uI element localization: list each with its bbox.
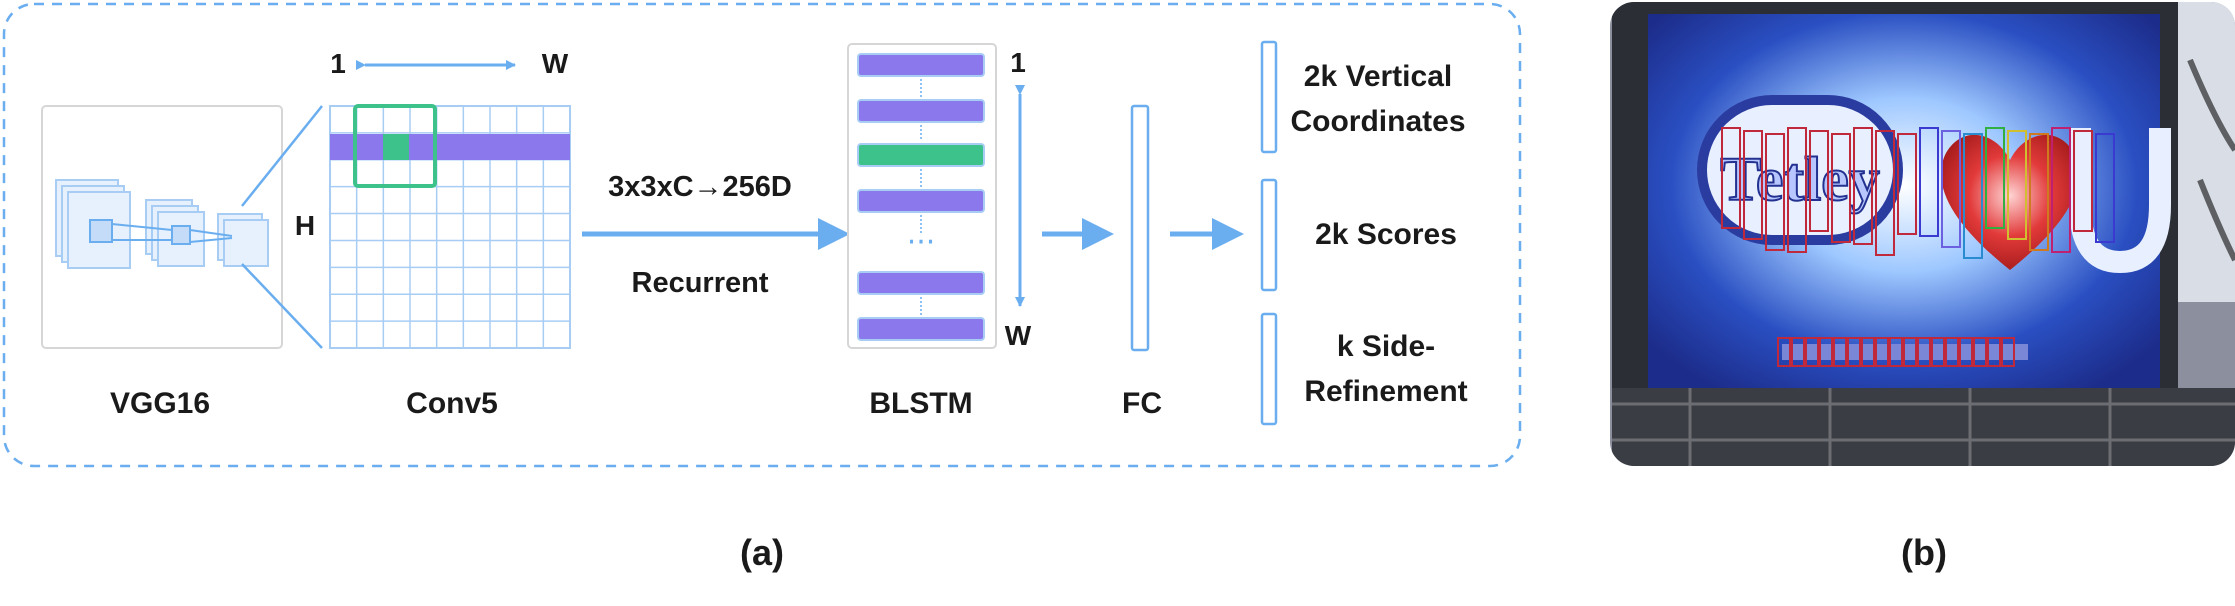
panel-a-border	[2, 2, 1522, 468]
proposal-box	[1777, 337, 1791, 367]
proposal-box	[1875, 337, 1889, 367]
proposal-box	[1973, 337, 1987, 367]
proposal-box	[1791, 337, 1805, 367]
text-proposal-boxes	[1721, 127, 2115, 367]
output-vertical-label-line2: Coordinates	[1290, 105, 1465, 138]
proposal-box	[1941, 130, 1961, 248]
panel-a-caption: (a)	[740, 532, 784, 573]
billboard-bottom-rail	[1612, 388, 2235, 466]
feature-map-stack-medium	[145, 199, 205, 267]
proposal-box	[2007, 130, 2027, 240]
proposal-box	[1987, 337, 2001, 367]
blstm-cell	[857, 53, 985, 77]
blstm-cell	[857, 317, 985, 341]
blstm-block: ···	[847, 43, 997, 349]
proposal-box	[1889, 337, 1903, 367]
vgg-to-conv-lines	[241, 105, 323, 349]
output-bar-vertical-coordinates	[1260, 40, 1278, 154]
billboard-letter-u	[2069, 128, 2171, 274]
fc-layer	[1130, 104, 1150, 352]
proposal-box	[1985, 127, 2005, 229]
output-vertical-label-line1: 2k Vertical	[1304, 60, 1452, 93]
proposal-box	[1805, 337, 1819, 367]
sliding-window	[353, 104, 437, 188]
fence	[1612, 388, 2235, 466]
proposal-box	[2029, 133, 2049, 251]
proposal-box	[1875, 130, 1895, 256]
panel-b-caption: (b)	[1901, 532, 1947, 573]
conv-to-blstm-arrowhead	[818, 218, 850, 250]
feature-map-stack-small	[217, 213, 269, 267]
proposal-box	[1945, 337, 1959, 367]
feature-map-stack-large	[55, 179, 131, 269]
conv5-grid	[329, 104, 571, 349]
panel-b: Tetley (b)	[1610, 2, 2235, 573]
fc-label: FC	[1122, 387, 1162, 420]
proposal-box	[1847, 337, 1861, 367]
billboard-heart	[1941, 134, 2079, 270]
proposal-box	[1787, 127, 1807, 253]
sliding-row-highlight	[330, 134, 570, 160]
proposal-box	[1861, 337, 1875, 367]
conv5-label: Conv5	[406, 387, 498, 420]
proposal-box	[2095, 133, 2115, 243]
blstm-seq-end-label: W	[1005, 320, 1032, 351]
output-bar-side-refinement	[1260, 312, 1278, 426]
blstm-seq-start-label: 1	[1010, 47, 1026, 78]
proposal-box	[1809, 130, 1829, 232]
proposal-box	[1853, 127, 1873, 245]
blstm-cell	[857, 271, 985, 295]
proposal-box	[1917, 337, 1931, 367]
conv5-width-end-label: W	[542, 48, 569, 79]
blstm-cell	[857, 189, 985, 213]
proposal-box	[2073, 130, 2093, 232]
proposal-box	[1721, 127, 1741, 229]
billboard-photo: Tetley	[1610, 2, 2235, 466]
fc-to-outputs-arrowhead	[1212, 218, 1244, 250]
proposal-box	[1897, 133, 1917, 235]
recurrent-label: Recurrent	[632, 267, 769, 299]
conv-op-label: 3x3xC→256D	[608, 171, 792, 203]
output-side-label-line2: Refinement	[1304, 375, 1467, 408]
sliding-cell-highlight	[383, 134, 409, 160]
conv5-height-label: H	[295, 210, 315, 241]
blstm-label: BLSTM	[869, 387, 972, 420]
proposal-box	[1833, 337, 1847, 367]
proposal-box	[2051, 127, 2071, 253]
proposal-box	[1743, 130, 1763, 240]
proposal-box	[1959, 337, 1973, 367]
output-bar-scores	[1260, 178, 1278, 292]
blstm-cell	[857, 99, 985, 123]
proposal-box	[1931, 337, 1945, 367]
proposal-box	[1903, 337, 1917, 367]
blstm-ellipsis: ···	[907, 225, 936, 260]
proposal-box	[1831, 133, 1851, 243]
proposal-box	[1919, 127, 1939, 237]
proposal-box	[1819, 337, 1833, 367]
vgg16-label: VGG16	[110, 387, 210, 420]
tree-branch	[2187, 58, 2235, 262]
output-scores-label: 2k Scores	[1315, 218, 1457, 251]
proposal-box	[1963, 133, 1983, 259]
output-side-label-line1: k Side-	[1337, 330, 1435, 363]
conv5-width-start-label: 1	[330, 48, 346, 79]
panel-a: 1 W H 3x3xC→256D Recurrent ···	[2, 2, 1522, 573]
blstm-cell-active	[857, 143, 985, 167]
vgg16-block	[41, 105, 283, 349]
proposal-box	[2001, 337, 2015, 367]
vgg-projection-lines	[111, 223, 233, 243]
proposal-box	[1765, 133, 1785, 251]
blstm-to-fc-arrowhead	[1082, 218, 1114, 250]
